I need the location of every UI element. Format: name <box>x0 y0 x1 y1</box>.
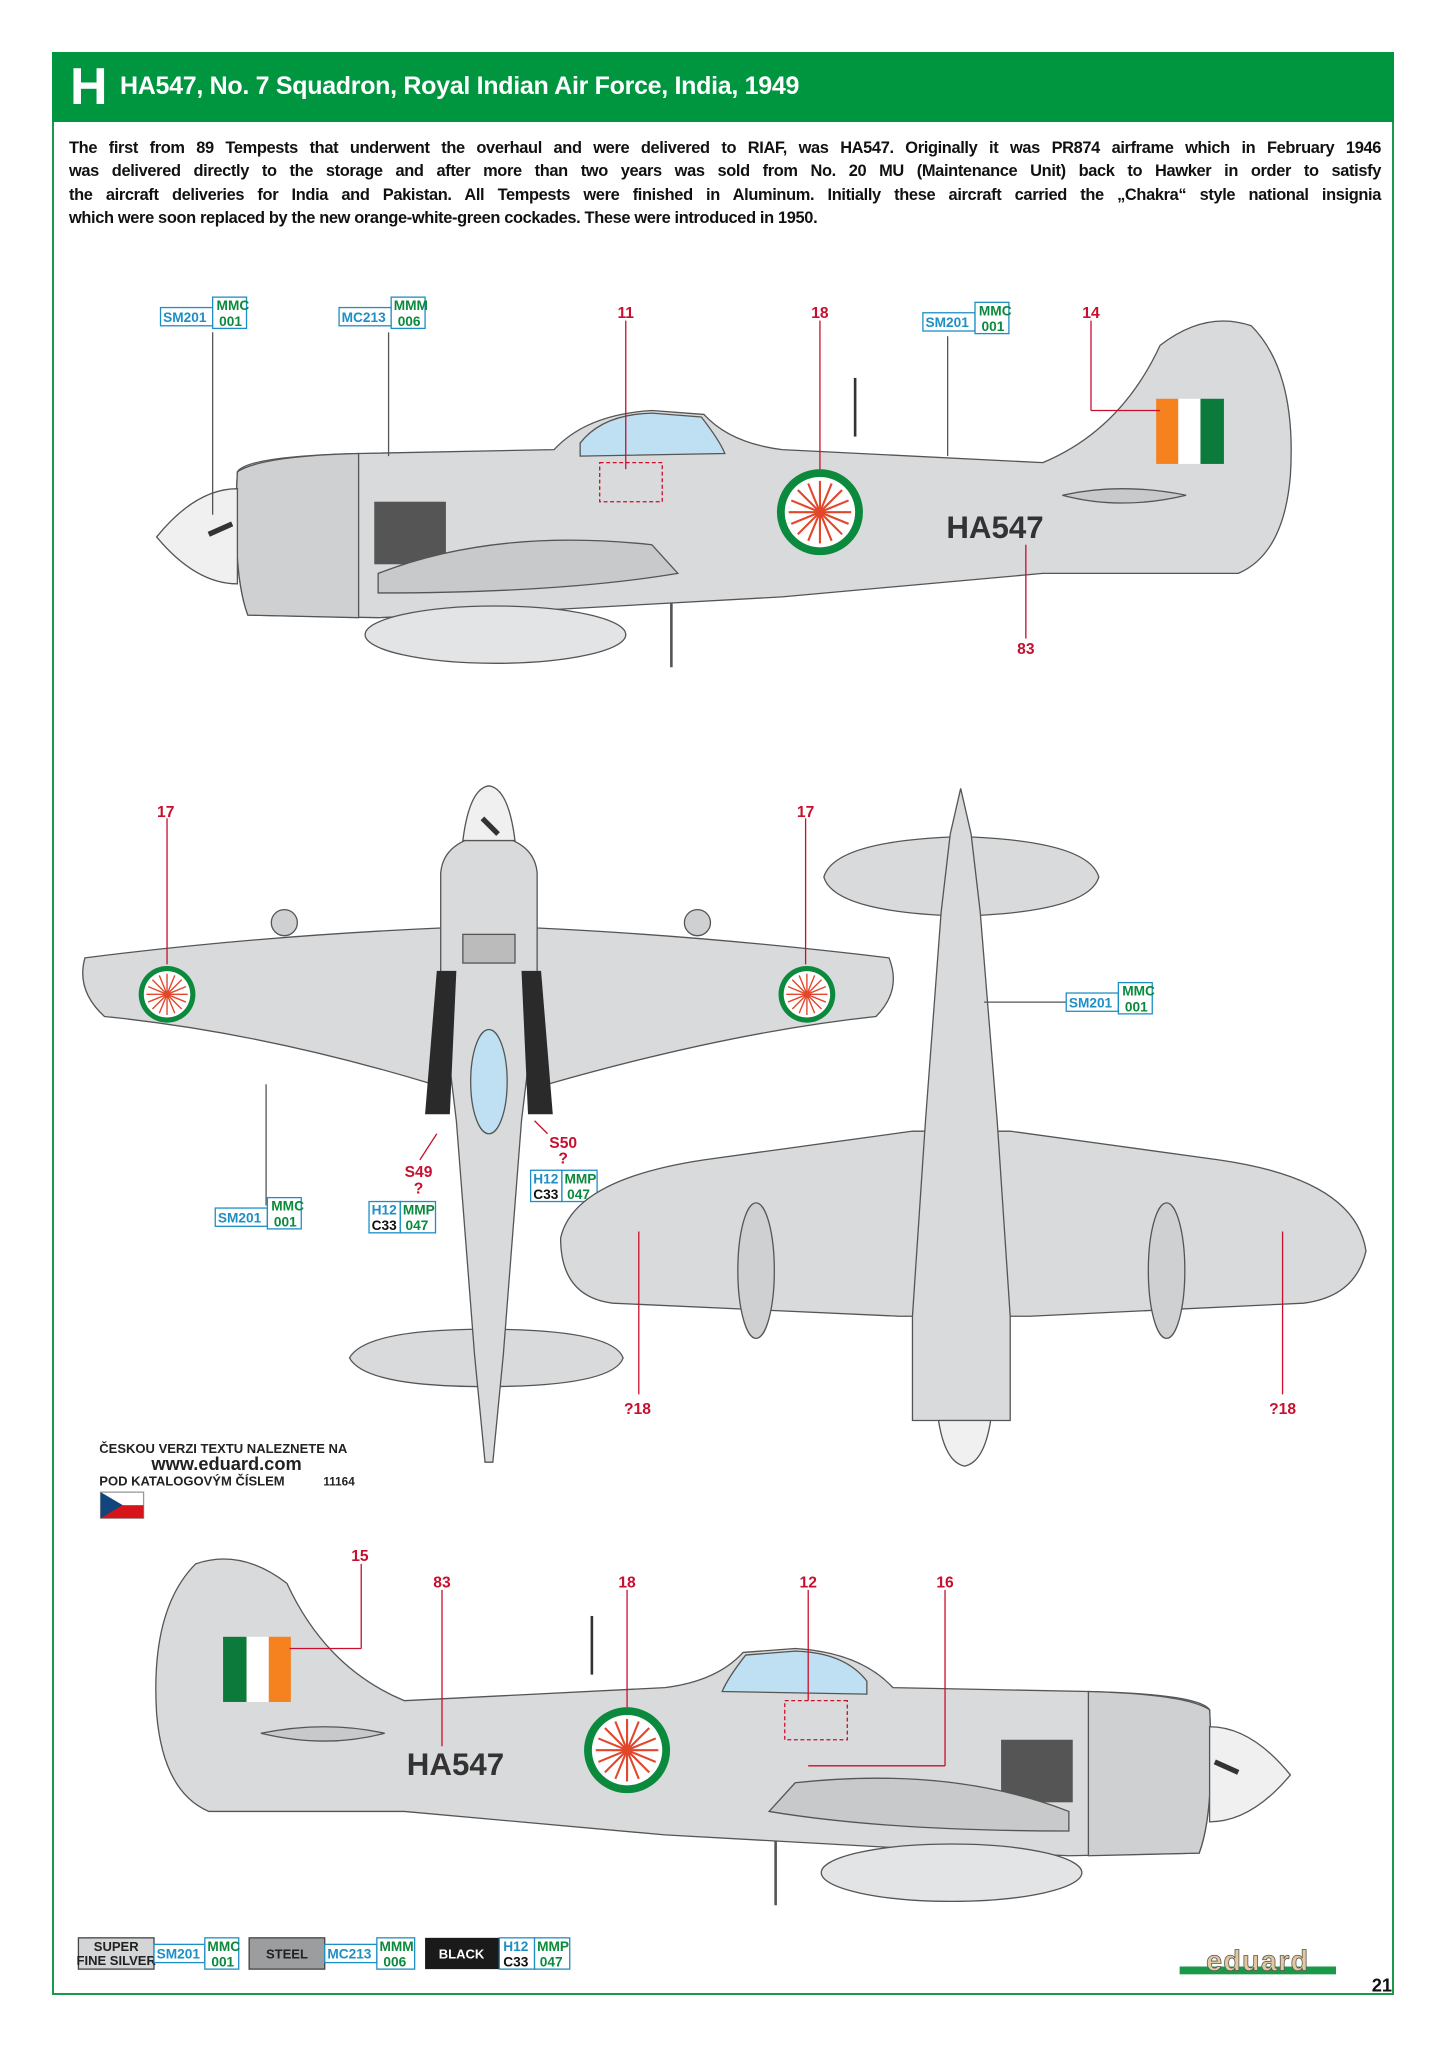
svg-text:eduard: eduard <box>1206 1945 1309 1977</box>
aircraft-bottom-view: ?18 ?18 SM201 MMC 001 <box>559 788 1367 1467</box>
svg-text:MMP: MMP <box>403 1203 435 1218</box>
svg-text:006: 006 <box>383 1955 406 1970</box>
paint-code-black: H12 C33 MMP 047 <box>368 1200 437 1234</box>
callout-s50: S50 <box>549 1135 577 1152</box>
description-text: The first from 89 Tempests that underwen… <box>69 137 1381 230</box>
paint-legend: SUPER FINE SILVER SM201 MMC 001 STEEL MC… <box>77 1937 571 1970</box>
svg-text:047: 047 <box>540 1955 563 1970</box>
callout-15: 15 <box>351 1548 369 1565</box>
svg-text:MMC: MMC <box>979 303 1012 318</box>
svg-text:C33: C33 <box>372 1218 397 1233</box>
svg-text:SUPER: SUPER <box>94 1939 139 1954</box>
paint-code-steel: MC213 MMM 006 <box>338 296 428 330</box>
svg-text:MMM: MMM <box>379 1939 413 1954</box>
callout-17: 17 <box>157 804 174 821</box>
callout-s50-qualifier: ? <box>558 1151 568 1168</box>
registration-marking: HA547 <box>946 510 1043 545</box>
svg-text:STEEL: STEEL <box>266 1947 308 1962</box>
registration-marking: HA547 <box>407 1747 504 1782</box>
svg-text:MMC: MMC <box>207 1939 240 1954</box>
svg-text:001: 001 <box>274 1214 297 1229</box>
callout-16: 16 <box>936 1574 954 1591</box>
svg-text:C33: C33 <box>533 1187 558 1202</box>
svg-text:SM201: SM201 <box>1069 995 1113 1010</box>
callout-18-left: ?18 <box>624 1401 651 1418</box>
czech-flag-icon <box>99 1491 145 1519</box>
svg-text:SM201: SM201 <box>218 1210 262 1225</box>
svg-text:MC213: MC213 <box>327 1947 371 1962</box>
svg-text:H12: H12 <box>503 1939 528 1954</box>
svg-text:SM201: SM201 <box>157 1947 201 1962</box>
svg-text:H12: H12 <box>533 1171 558 1186</box>
svg-text:FINE SILVER: FINE SILVER <box>77 1953 157 1968</box>
svg-text:SM201: SM201 <box>163 310 207 325</box>
page-number: 21 <box>1372 1974 1392 1995</box>
description-line: was delivered directly to the storage an… <box>69 162 1381 181</box>
description-line: the aircraft deliveries for India and Pa… <box>69 185 1381 204</box>
svg-text:MMP: MMP <box>537 1939 569 1954</box>
svg-text:MMC: MMC <box>1122 984 1155 999</box>
svg-text:001: 001 <box>211 1955 234 1970</box>
svg-text:BLACK: BLACK <box>439 1947 485 1962</box>
callout-17: 17 <box>797 804 814 821</box>
svg-text:001: 001 <box>1125 999 1148 1014</box>
legend-steel: STEEL MC213 MMM 006 <box>248 1937 416 1970</box>
svg-text:047: 047 <box>567 1187 590 1202</box>
svg-text:MMP: MMP <box>565 1171 597 1186</box>
aircraft-side-view-right: HA547 15 83 18 12 16 <box>156 1548 1291 1905</box>
aircraft-top-view: 17 17 S49 ? S50 ? SM201 MMC 001 H12 C33 … <box>82 785 894 1463</box>
svg-text:MMC: MMC <box>271 1199 304 1214</box>
callout-12: 12 <box>800 1574 818 1591</box>
czech-version-note: ČESKOU VERZI TEXTU NALEZNETE NA www.edua… <box>99 1441 355 1519</box>
scheme-title: HA547, No. 7 Squadron, Royal Indian Air … <box>120 72 800 100</box>
description-line: The first from 89 Tempests that underwen… <box>69 139 1381 157</box>
callout-s49-qualifier: ? <box>414 1181 424 1198</box>
svg-text:POD KATALOGOVÝM ČÍSLEM: POD KATALOGOVÝM ČÍSLEM <box>99 1474 284 1489</box>
svg-text:C33: C33 <box>503 1955 528 1970</box>
callout-18: 18 <box>811 305 829 322</box>
svg-text:H12: H12 <box>372 1203 397 1218</box>
callout-11: 11 <box>617 305 634 322</box>
callout-83: 83 <box>433 1574 451 1591</box>
callout-18-right: ?18 <box>1269 1401 1296 1418</box>
callout-83: 83 <box>1017 641 1035 658</box>
paint-code-silver: SM201 MMC 001 <box>214 1196 304 1230</box>
scheme-letter: H <box>70 58 108 116</box>
svg-text:001: 001 <box>982 319 1005 334</box>
callout-18: 18 <box>618 1574 636 1591</box>
paint-code-silver: SM201 MMC 001 <box>1065 981 1155 1015</box>
paint-code-silver: SM201 MMC 001 <box>922 301 1012 335</box>
eduard-logo: eduard <box>1179 1945 1336 1978</box>
callout-14: 14 <box>1082 305 1100 322</box>
description-line: which were soon replaced by the new oran… <box>69 208 818 227</box>
page-header: H HA547, No. 7 Squadron, Royal Indian Ai… <box>52 52 1394 122</box>
svg-text:006: 006 <box>398 314 421 329</box>
svg-text:SM201: SM201 <box>925 315 969 330</box>
svg-text:MMM: MMM <box>394 298 428 313</box>
svg-text:MMC: MMC <box>217 298 250 313</box>
paint-code-silver: SM201 MMC 001 <box>159 296 250 330</box>
svg-text:ČESKOU VERZI TEXTU NALEZNETE N: ČESKOU VERZI TEXTU NALEZNETE NA <box>99 1441 348 1456</box>
aircraft-side-view-left: HA547 11 18 14 83 SM201 MMC 001 MC213 MM… <box>157 296 1292 667</box>
legend-black: BLACK H12 C33 MMP 047 <box>425 1937 571 1970</box>
website-link: www.eduard.com <box>150 1453 301 1474</box>
svg-text:047: 047 <box>406 1218 429 1233</box>
callout-s49: S49 <box>405 1164 433 1181</box>
svg-text:MC213: MC213 <box>342 310 386 325</box>
svg-text:001: 001 <box>219 314 242 329</box>
legend-super-fine-silver: SUPER FINE SILVER SM201 MMC 001 <box>77 1937 240 1970</box>
svg-text:11164: 11164 <box>323 1476 355 1489</box>
paint-code-black: H12 C33 MMP 047 <box>529 1169 598 1203</box>
